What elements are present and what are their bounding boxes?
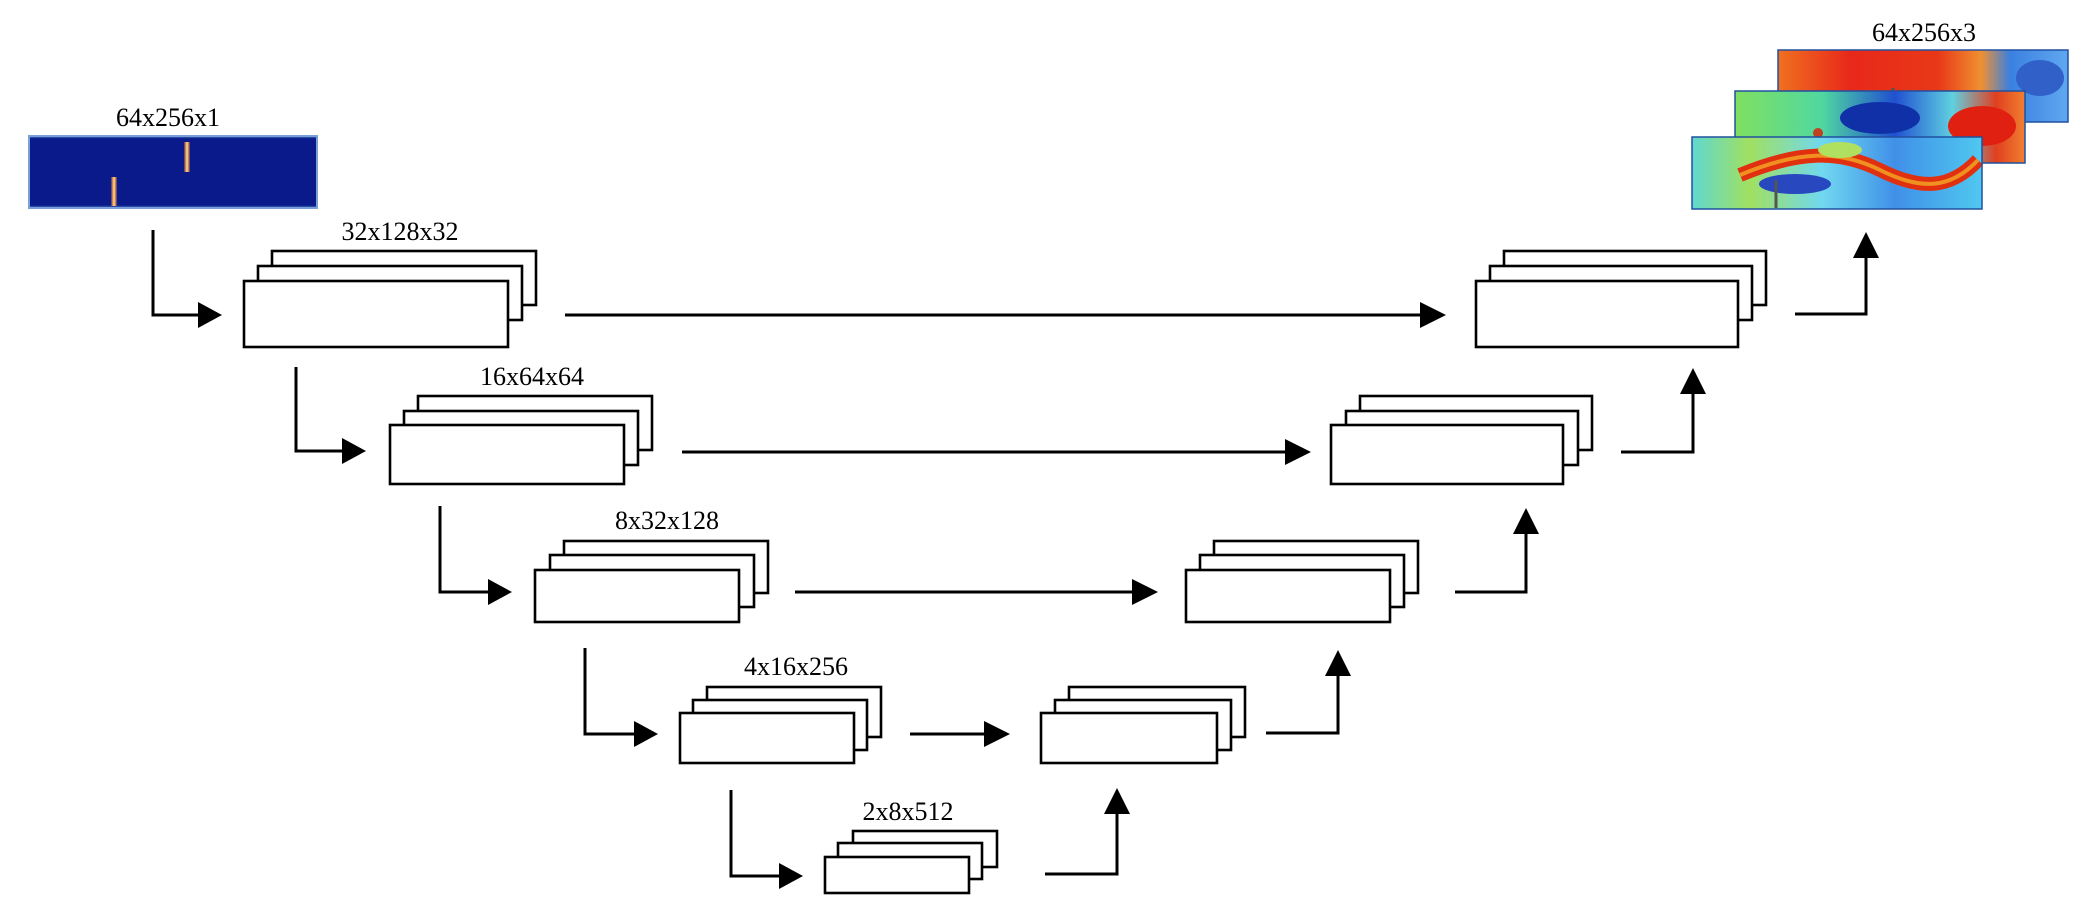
- encoder-block-1: [242, 249, 538, 349]
- encoder-1-size-label: 32x128x32: [342, 217, 459, 246]
- output-image-stack: [1691, 49, 2069, 210]
- downsample-arrow-1: [151, 230, 222, 328]
- encoder-3-size-label: 8x32x128: [615, 506, 719, 535]
- encoder-block-5: [823, 829, 999, 895]
- encoder-4-size-label: 4x16x256: [744, 652, 848, 681]
- input-size-label: 64x256x1: [116, 103, 220, 132]
- skip-connection-4: [910, 721, 1010, 747]
- output-channel-1: [1691, 136, 1984, 210]
- encoder-block-3: [533, 539, 770, 624]
- encoder-block-4: [678, 685, 883, 765]
- skip-connection-2: [682, 439, 1311, 465]
- downsample-arrow-4: [583, 648, 658, 747]
- skip-connection-1: [565, 302, 1446, 328]
- downsample-arrow-5: [729, 790, 803, 889]
- upsample-arrow-2: [1621, 368, 1706, 454]
- input-image: [28, 135, 318, 209]
- upsample-arrow-4: [1266, 650, 1351, 735]
- encoder-5-size-label: 2x8x512: [863, 797, 954, 826]
- decoder-block-4: [1039, 685, 1247, 765]
- upsample-arrow-5: [1045, 788, 1130, 876]
- output-size-label: 64x256x3: [1872, 18, 1976, 47]
- decoder-block-1: [1474, 249, 1768, 349]
- decoder-block-3: [1184, 539, 1420, 624]
- output-arrow: [1795, 232, 1879, 316]
- decoder-block-2: [1329, 394, 1594, 486]
- downsample-arrow-3: [438, 506, 512, 605]
- skip-connection-3: [795, 579, 1158, 605]
- downsample-arrow-2: [294, 367, 366, 464]
- encoder-2-size-label: 16x64x64: [480, 362, 584, 391]
- encoder-block-2: [388, 394, 654, 486]
- upsample-arrow-3: [1455, 508, 1539, 594]
